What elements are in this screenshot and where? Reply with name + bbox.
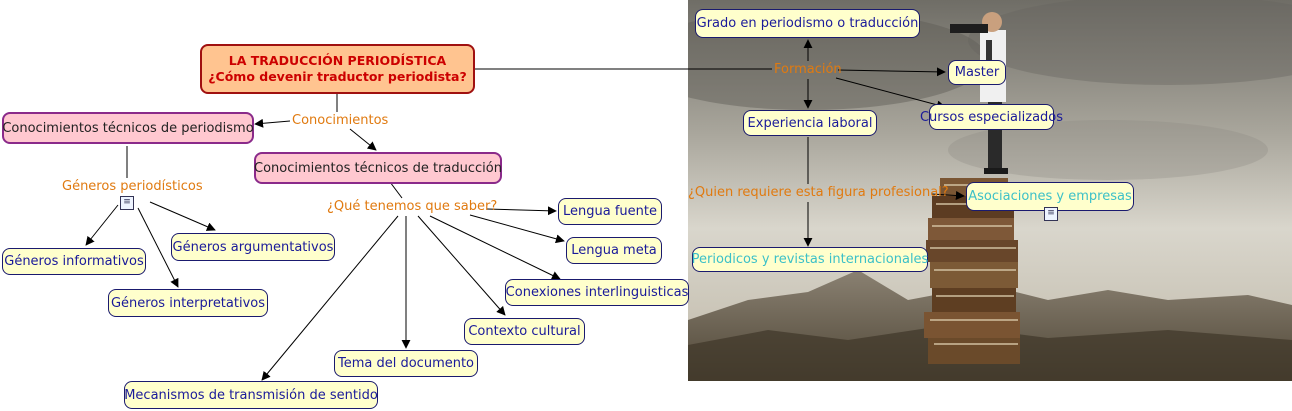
concept-periodicos[interactable]: Periodicos y revistas internacionales bbox=[692, 247, 928, 272]
arrow-traduccion bbox=[349, 128, 377, 151]
link-formacion: Formación bbox=[774, 62, 842, 77]
arrow-informativos bbox=[85, 204, 119, 246]
link-que-saber: ¿Qué tenemos que saber? bbox=[327, 199, 498, 214]
main-question: ¿Cómo devenir traductor periodista? bbox=[208, 69, 467, 84]
concept-master[interactable]: Master bbox=[948, 60, 1006, 85]
concept-tema[interactable]: Tema del documento bbox=[334, 350, 478, 377]
concept-lengua-meta[interactable]: Lengua meta bbox=[566, 237, 662, 264]
arrow-interpretativos bbox=[137, 207, 179, 288]
concept-informativos[interactable]: Géneros informativos bbox=[2, 248, 146, 275]
arrow-cursos bbox=[835, 77, 946, 110]
arrow-asociaciones bbox=[931, 191, 965, 200]
concept-traduccion[interactable]: Conocimientos técnicos de traducción bbox=[254, 152, 502, 184]
concept-conexiones[interactable]: Conexiones interlinguisticas bbox=[505, 279, 689, 306]
arrow-master bbox=[837, 67, 946, 77]
concept-lengua-fuente[interactable]: Lengua fuente bbox=[558, 198, 662, 225]
concept-mecanismos[interactable]: Mecanismos de transmisión de sentido bbox=[124, 381, 378, 409]
concept-grado[interactable]: Grado en periodismo o traducción bbox=[695, 9, 920, 38]
arrow-fuente bbox=[486, 206, 557, 216]
main-concept[interactable]: LA TRADUCCIÓN PERIODÍSTICA ¿Cómo devenir… bbox=[200, 44, 475, 94]
arrow-periodismo bbox=[254, 118, 291, 128]
arrow-mecanismos bbox=[261, 215, 399, 381]
link-conocimientos: Conocimientos bbox=[292, 113, 389, 128]
link-generos-periodisticos: Géneros periodísticos bbox=[62, 179, 203, 194]
link-quien-requiere: ¿Quien requiere esta figura profesional? bbox=[688, 185, 949, 200]
concept-periodismo[interactable]: Conocimientos técnicos de periodismo bbox=[2, 112, 254, 144]
document-icon[interactable]: ≡ bbox=[1044, 207, 1058, 221]
arrow-meta bbox=[469, 214, 565, 244]
arrow-argumentativos bbox=[149, 201, 216, 231]
concept-interpretativos[interactable]: Géneros interpretativos bbox=[108, 289, 268, 317]
line-traduccion-quesaber bbox=[389, 181, 403, 199]
concept-contexto[interactable]: Contexto cultural bbox=[464, 318, 585, 345]
document-icon[interactable]: ≡ bbox=[120, 196, 134, 210]
arrow-contexto bbox=[417, 215, 506, 316]
concept-argumentativos[interactable]: Géneros argumentativos bbox=[171, 233, 335, 261]
arrow-conexiones bbox=[429, 215, 561, 280]
main-title: LA TRADUCCIÓN PERIODÍSTICA bbox=[228, 53, 447, 68]
concept-cursos[interactable]: Cursos especializados bbox=[920, 104, 1063, 130]
concept-experiencia[interactable]: Experiencia laboral bbox=[743, 110, 877, 136]
